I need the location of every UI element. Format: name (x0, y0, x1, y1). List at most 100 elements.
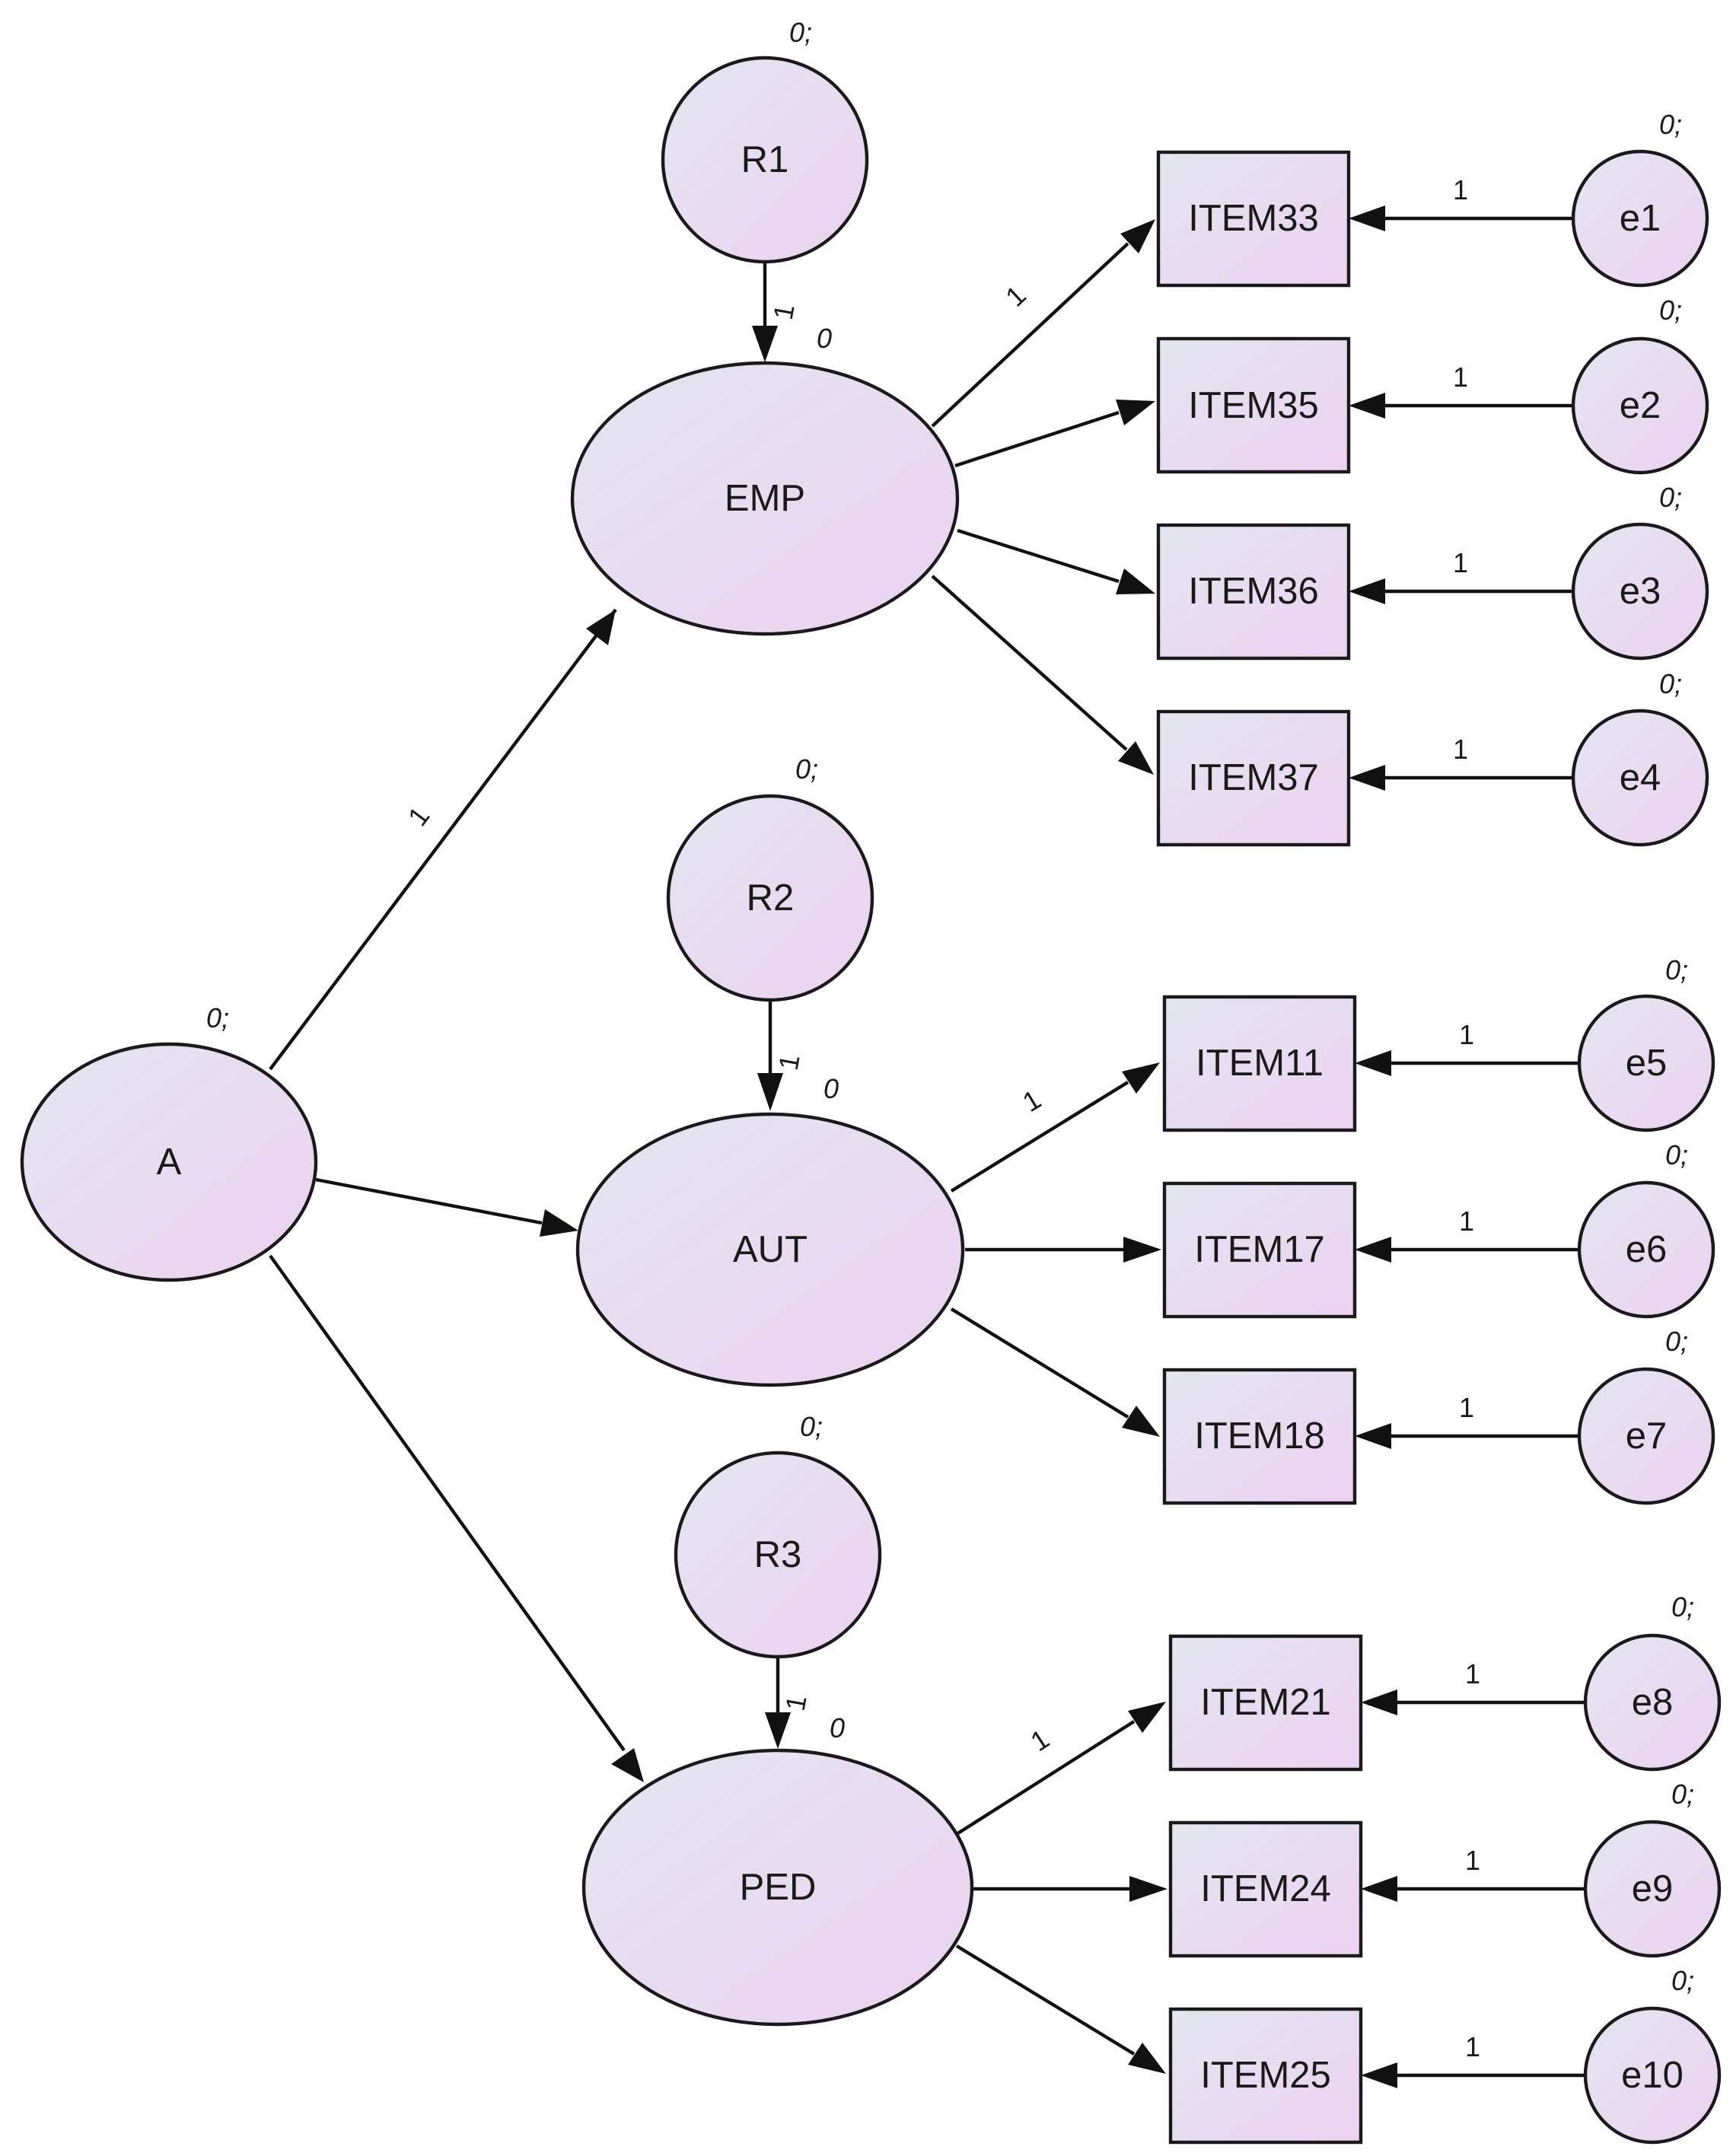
weight-label-aut-item11: 1 (1017, 1084, 1046, 1118)
observed-label-item24: ITEM24 (1200, 1868, 1331, 1909)
variance-label-a: 0; (206, 1002, 229, 1033)
observed-node-item33 (1156, 150, 1351, 288)
error-label-e8: e8 (1632, 1682, 1674, 1723)
disturbance-label-r1: R1 (741, 139, 789, 180)
observed-node-item36 (1156, 523, 1351, 661)
disturbance-node-r3 (674, 1451, 882, 1659)
edges (269, 205, 1585, 2088)
weight-label-r1-emp: 1 (767, 301, 801, 322)
error-label-e6: e6 (1626, 1229, 1668, 1270)
observed-node-item24 (1168, 1820, 1363, 1958)
arrowhead-emp-item36 (1116, 568, 1155, 594)
disturbance-label-r3: R3 (754, 1534, 802, 1575)
weight-label-e8-item21: 1 (1465, 1658, 1480, 1689)
error-node-e1 (1571, 149, 1709, 288)
error-node-e8 (1583, 1633, 1722, 1772)
latent-node-a (20, 1042, 318, 1282)
observed-node-item11 (1162, 995, 1357, 1132)
error-node-e5 (1577, 994, 1715, 1132)
observed-node-item21 (1168, 1634, 1363, 1772)
error-node-e9 (1583, 1820, 1722, 1958)
observed-label-item18: ITEM18 (1194, 1416, 1325, 1457)
arrowhead-e7-item18 (1355, 1423, 1391, 1449)
arrowhead-e2-item35 (1349, 393, 1385, 419)
variance-label-e5: 0; (1665, 954, 1688, 986)
arrowhead-r2-aut (757, 1073, 783, 1111)
arrowhead-a-ped (611, 1748, 644, 1782)
arrowhead-aut-item18 (1122, 1406, 1160, 1437)
disturbance-label-r2: R2 (747, 877, 795, 919)
arrowhead-e8-item21 (1361, 1689, 1397, 1715)
intercept-labels: 0 0 0 (817, 323, 845, 1744)
latent-label-ped: PED (740, 1867, 817, 1908)
error-label-e5: e5 (1626, 1043, 1668, 1084)
variance-label-r1: 0; (789, 17, 812, 48)
edge-emp-item33 (931, 242, 1129, 428)
observed-label-item17: ITEM17 (1194, 1229, 1325, 1270)
weight-label-a-emp: 1 (402, 801, 436, 832)
error-node-e2 (1571, 336, 1709, 475)
variance-labels: 0; 0; 0; 0; 0; 0; 0; 0; 0; 0; 0; 0; 0; 0… (206, 17, 1694, 1996)
weight-label-e6-item17: 1 (1459, 1205, 1474, 1237)
error-label-e3: e3 (1620, 571, 1661, 612)
weight-label-e2-item35: 1 (1453, 361, 1468, 393)
variance-label-e1: 0; (1659, 109, 1682, 140)
arrowhead-ped-item24 (1129, 1876, 1168, 1902)
error-node-e10 (1583, 2006, 1722, 2145)
weight-label-e10-item25: 1 (1465, 2031, 1480, 2062)
arrowhead-r3-ped (765, 1712, 791, 1749)
error-label-e4: e4 (1620, 757, 1661, 798)
variance-label-r2: 0; (795, 753, 818, 785)
variance-label-e2: 0; (1659, 295, 1682, 326)
variance-label-r3: 0; (800, 1411, 823, 1442)
error-label-e10: e10 (1621, 2055, 1684, 2096)
weight-label-e5-item11: 1 (1459, 1019, 1474, 1050)
disturbance-node-r2 (666, 794, 874, 1002)
observed-label-item35: ITEM35 (1188, 385, 1319, 426)
variance-label-e8: 0; (1671, 1591, 1694, 1623)
arrowhead-e1-item33 (1349, 205, 1385, 231)
arrowhead-e9-item24 (1361, 1876, 1397, 1902)
observed-label-item37: ITEM37 (1188, 757, 1319, 798)
arrowhead-r1-emp (752, 326, 778, 362)
arrowhead-ped-item25 (1128, 2043, 1166, 2074)
arrowhead-a-aut (540, 1209, 578, 1237)
observed-node-item37 (1156, 709, 1351, 847)
weight-label-r2-aut: 1 (773, 1052, 806, 1072)
arrowhead-e4-item37 (1349, 765, 1385, 791)
arrowhead-emp-item37 (1118, 741, 1154, 775)
weight-label-emp-item33: 1 (999, 279, 1032, 313)
edge-a-aut (315, 1177, 543, 1225)
observed-label-item36: ITEM36 (1188, 571, 1319, 612)
latent-node-ped (581, 1748, 974, 2027)
arrowhead-e5-item11 (1355, 1050, 1391, 1076)
edge-aut-item11 (950, 1081, 1129, 1193)
observed-label-item25: ITEM25 (1200, 2055, 1331, 2096)
error-node-e4 (1571, 709, 1709, 847)
observed-label-item21: ITEM21 (1200, 1682, 1331, 1723)
weight-label-e1-item33: 1 (1453, 174, 1468, 205)
weight-label-e9-item24: 1 (1465, 1845, 1480, 1876)
observed-label-item33: ITEM33 (1188, 198, 1319, 239)
latent-node-aut (575, 1112, 965, 1387)
weight-label-e4-item37: 1 (1453, 734, 1468, 765)
arrowhead-e6-item17 (1355, 1237, 1391, 1263)
weight-label-ped-item21: 1 (1025, 1723, 1055, 1757)
arrowhead-e3-item36 (1349, 578, 1385, 604)
variance-label-e9: 0; (1671, 1779, 1694, 1810)
edge-emp-item35 (954, 410, 1120, 468)
error-label-e2: e2 (1620, 385, 1661, 426)
observed-label-item11: ITEM11 (1196, 1043, 1324, 1084)
variance-label-e3: 0; (1659, 482, 1682, 513)
arrowhead-a-emp (586, 610, 616, 645)
arrowhead-aut-item17 (1123, 1237, 1161, 1263)
edge-emp-item36 (957, 528, 1120, 584)
variance-label-e7: 0; (1665, 1326, 1688, 1357)
weight-label-e3-item36: 1 (1453, 547, 1468, 578)
observed-node-item25 (1168, 2007, 1363, 2145)
edge-ped-item21 (955, 1720, 1136, 1836)
latent-node-emp (570, 361, 960, 636)
intercept-label-emp: 0 (817, 323, 832, 354)
edge-a-ped (269, 1254, 626, 1752)
